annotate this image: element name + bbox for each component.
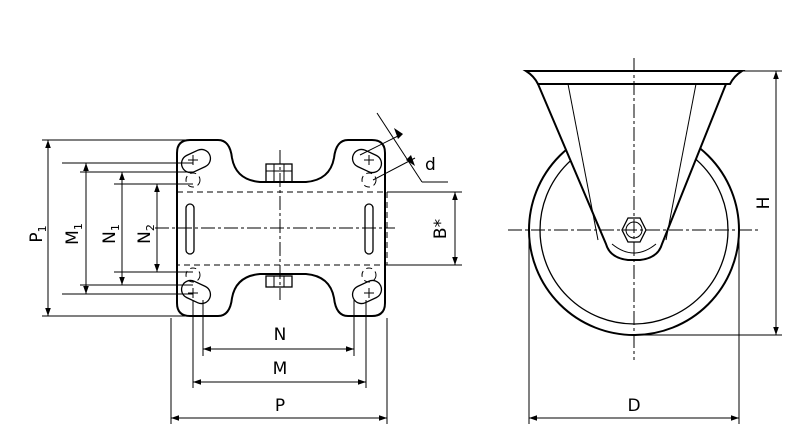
label-d: d [425, 155, 436, 175]
top-slot-right [364, 203, 374, 255]
label-B: B* [431, 219, 451, 239]
side-view: H D [508, 58, 782, 424]
top-fork-hidden-outline [176, 191, 388, 266]
label-P: P [275, 396, 285, 416]
label-N2: N2 [135, 224, 157, 244]
label-P1: P1 [27, 225, 49, 242]
hole-top-left [180, 148, 212, 188]
label-N: N [274, 325, 287, 345]
label-N1: N1 [100, 224, 122, 244]
dim-d-line [376, 112, 423, 183]
top-slot-left [185, 203, 195, 255]
top-view: P1 M1 N1 N2 B* d N M P [27, 112, 462, 424]
fork-body [536, 83, 728, 261]
label-M1: M1 [63, 223, 85, 245]
side-mounting-plate [522, 70, 746, 85]
label-M: M [273, 359, 288, 379]
label-D: D [627, 396, 640, 416]
top-nut-lower [265, 275, 293, 288]
hole-bottom-right [351, 267, 383, 305]
top-nut-upper [265, 163, 293, 183]
label-H: H [754, 197, 774, 210]
hole-top-right [351, 148, 383, 188]
hole-bottom-left [180, 267, 212, 305]
